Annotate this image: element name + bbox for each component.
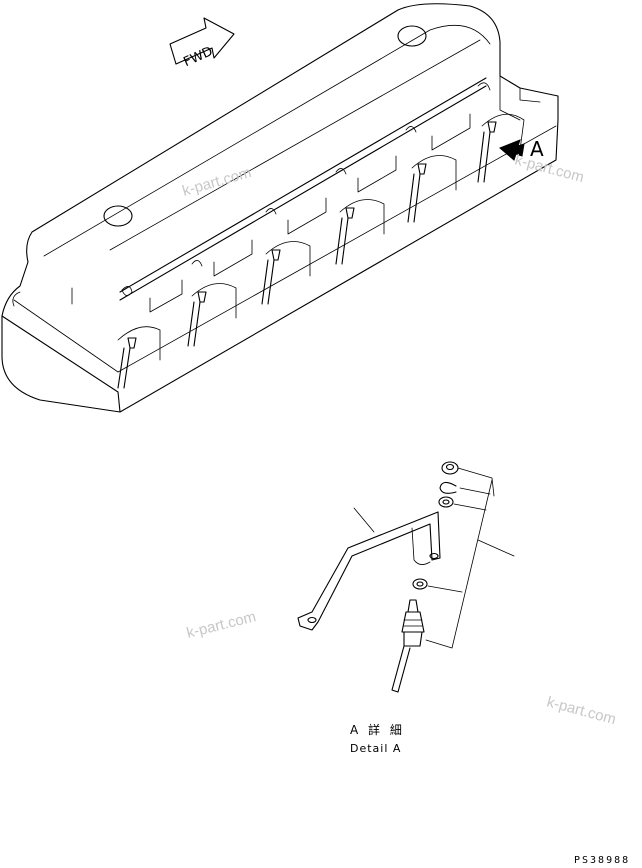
glow-plug-3 xyxy=(261,241,311,305)
watermark-4: k-part.com xyxy=(545,693,618,728)
glow-plug-1 xyxy=(117,326,161,389)
view-marker-label: A xyxy=(530,137,544,161)
fwd-label: FWD xyxy=(181,44,215,70)
nut xyxy=(441,461,459,475)
detail-title-jp: A 詳 細 xyxy=(350,722,405,737)
view-arrow-icon xyxy=(499,139,525,161)
view-a-marker: A xyxy=(499,137,544,161)
detail-a-exploded-view xyxy=(297,461,515,693)
forward-direction-arrow: FWD xyxy=(169,17,235,70)
watermark-3: k-part.com xyxy=(185,608,258,642)
glow-plugs-installed xyxy=(117,113,525,389)
detail-title-en: Detail A xyxy=(350,742,401,755)
washer-lower xyxy=(412,578,428,590)
cylinder-head-cover xyxy=(1,3,559,413)
glow-plug-5 xyxy=(407,155,457,223)
glow-plug-4 xyxy=(335,199,385,265)
spring-washer xyxy=(439,481,457,494)
glow-plug-2 xyxy=(187,283,237,347)
watermark-2: k-part.com xyxy=(513,151,586,186)
glow-plug-6 xyxy=(477,113,525,183)
glow-plug-detail xyxy=(391,599,425,693)
bus-bar-strap xyxy=(297,511,441,631)
flat-washer xyxy=(438,496,454,508)
part-number: PS38988 xyxy=(574,855,630,866)
glow-plug-bus-bar xyxy=(119,77,491,313)
